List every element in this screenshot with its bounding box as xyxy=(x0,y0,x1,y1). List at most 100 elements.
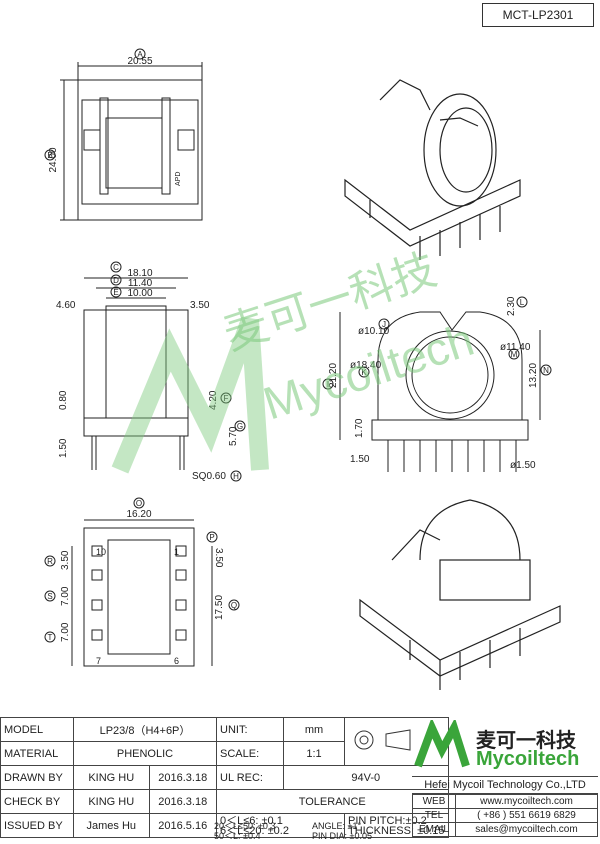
callout-P: P xyxy=(209,533,214,542)
pin-7: 7 xyxy=(96,656,101,666)
callout-G: G xyxy=(237,422,243,431)
part-number-box: MCT-LP2301 xyxy=(482,3,594,27)
callout-J: J xyxy=(382,320,386,329)
drawn-value: KING HU xyxy=(73,765,150,790)
callout-N: N xyxy=(543,366,549,375)
dim-L: 2.30 xyxy=(506,296,517,316)
issued-label: ISSUED BY xyxy=(0,813,74,838)
check-label: CHECK BY xyxy=(0,789,74,814)
unit-value: mm xyxy=(283,717,345,742)
top-view xyxy=(60,62,203,221)
company-logo: 麦可一科技 Mycoiltech xyxy=(412,717,598,772)
drawn-label: DRAWN BY xyxy=(0,765,74,790)
dim-bottom-1-50: 1.50 xyxy=(350,454,370,465)
check-date: 2016.3.18 xyxy=(148,789,218,814)
callout-Q: Q xyxy=(231,601,237,610)
web-label: WEB xyxy=(412,794,456,809)
model-value: LP23/8（H4+6P） xyxy=(73,717,217,742)
dim-G: 5.70 xyxy=(228,426,239,446)
front-view xyxy=(339,311,541,472)
tel-value: ( +86 ) 551 6619 6829 xyxy=(455,808,598,823)
callout-H: H xyxy=(233,472,239,481)
dim-right: 3.50 xyxy=(190,300,210,311)
company-name: Hefei Mycoil Technology Co.,LTD xyxy=(412,776,598,794)
callout-L: L xyxy=(520,298,525,307)
tolerance-length: 0＜L≤6: ±0.1 6＜L≤20: ±0.2 xyxy=(216,813,345,838)
scale-value: 1:1 xyxy=(283,741,345,766)
technical-drawing: 20.55 24.00 APD A B 18.10 11.40 10.00 4.… xyxy=(44,48,561,690)
scale-label: SCALE: xyxy=(216,741,284,766)
dim-B: 24.00 xyxy=(48,147,59,172)
callout-F: F xyxy=(224,394,229,403)
projection-icon xyxy=(354,729,411,751)
tolerance-other-2: ANGLE: ±1° PIN DIA: ±0.05 xyxy=(312,821,408,841)
callout-D: D xyxy=(113,276,119,285)
pin-10: 10 xyxy=(96,547,106,557)
title-block-table: MODEL LP23/8（H4+6P） UNIT: mm MATERIAL PH… xyxy=(0,717,449,838)
tol-3: 20＜L≤50: ±0.3 xyxy=(214,821,276,831)
tol-7: ANGLE: ±1° xyxy=(312,821,362,831)
material-label: MATERIAL xyxy=(0,741,74,766)
unit-label: UNIT: xyxy=(216,717,284,742)
callout-I: I xyxy=(327,380,329,389)
iso-view-top xyxy=(344,79,521,260)
dim-H: SQ0.60 xyxy=(192,471,226,482)
dim-0-80: 0.80 xyxy=(58,390,69,410)
email-label: EMAIL xyxy=(412,822,456,837)
issued-date: 2016.5.16 xyxy=(148,813,218,838)
mycoiltech-logo-icon xyxy=(414,717,470,768)
model-label: MODEL xyxy=(0,717,74,742)
dim-R: 3.50 xyxy=(60,550,71,570)
dim-P: 3.50 xyxy=(213,548,224,568)
tol-8: PIN DIA: ±0.05 xyxy=(312,831,372,841)
callout-K: K xyxy=(361,368,367,377)
dim-I: 21.20 xyxy=(328,363,339,388)
callout-S: S xyxy=(47,592,52,601)
dim-K: ø18.40 xyxy=(350,360,382,371)
tol-4: 50＜L: ±0.4 xyxy=(214,831,261,841)
dim-A: 20.55 xyxy=(127,56,152,67)
callout-R: R xyxy=(47,557,53,566)
logo-en: Mycoiltech xyxy=(476,748,580,770)
drawn-date: 2016.3.18 xyxy=(148,765,218,790)
dim-J: ø10.10 xyxy=(358,326,390,337)
ul-label: UL REC: xyxy=(216,765,284,790)
dim-N: 13.20 xyxy=(528,363,539,388)
tol-5: PIN PITCH:±0.2 xyxy=(348,814,427,827)
watermark-logo xyxy=(111,316,269,474)
dim-Q: 17.50 xyxy=(214,595,225,620)
tol-2: 6＜L≤20: ±0.2 xyxy=(220,824,289,837)
tolerance-length-2: 20＜L≤50: ±0.3 50＜L: ±0.4 xyxy=(214,821,304,841)
tel-label: TEL xyxy=(412,808,456,823)
tol-6: THICKNESS: ±0.15 xyxy=(348,824,445,837)
pin-6: 6 xyxy=(174,656,179,666)
logo-cn: 麦可一科技 xyxy=(476,730,576,752)
callout-B: B xyxy=(47,151,52,160)
issued-value: James Hu xyxy=(73,813,150,838)
dim-S: 7.00 xyxy=(60,586,71,606)
material-value: PHENOLIC xyxy=(73,741,217,766)
dim-T: 7.00 xyxy=(60,622,71,642)
callout-E: E xyxy=(113,288,118,297)
dim-D: 11.40 xyxy=(128,278,153,289)
tol-1: 0＜L≤6: ±0.1 xyxy=(220,814,283,827)
bottom-view xyxy=(71,519,213,667)
web-value: www.mycoiltech.com xyxy=(455,794,598,809)
check-value: KING HU xyxy=(73,789,150,814)
dim-M: ø11.40 xyxy=(500,342,531,353)
tolerance-label: TOLERANCE xyxy=(216,789,449,814)
iso-view-bottom xyxy=(359,499,561,690)
dim-left: 4.60 xyxy=(56,300,76,311)
dim-1-70: 1.70 xyxy=(354,418,365,438)
dim-F: 4.20 xyxy=(208,390,219,410)
dim-E: 10.00 xyxy=(127,288,152,299)
pin-1: 1 xyxy=(174,547,179,557)
callout-O: O xyxy=(136,499,142,508)
callout-A: A xyxy=(137,50,143,59)
email-value: sales@mycoiltech.com xyxy=(455,822,598,837)
apd-marking: APD xyxy=(175,172,182,186)
side-view xyxy=(83,277,189,470)
